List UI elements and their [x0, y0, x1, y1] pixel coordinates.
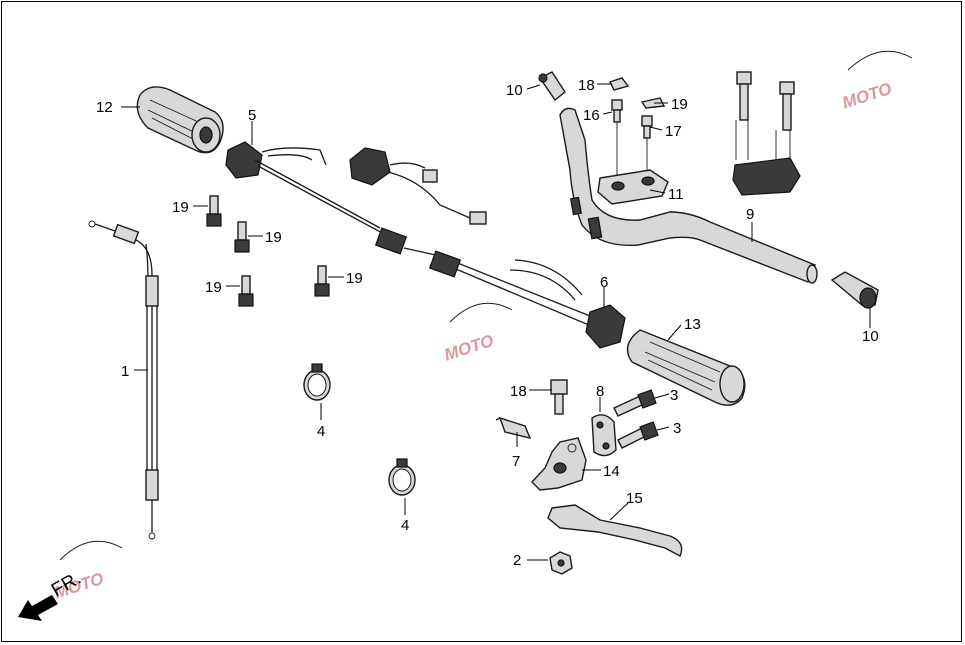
label-2: 2	[513, 552, 521, 569]
part-14-lever-holder	[531, 437, 587, 491]
label-11: 11	[668, 186, 684, 203]
label-4-upper: 4	[317, 423, 325, 440]
label-6: 6	[600, 274, 608, 291]
label-10-right: 10	[862, 328, 879, 345]
label-19-a: 19	[172, 199, 189, 216]
label-1: 1	[121, 363, 129, 380]
part-4-band-upper	[303, 363, 331, 401]
label-3-upper: 3	[670, 387, 678, 404]
part-10-bar-end-right	[830, 271, 879, 309]
part-11-upper-holder	[597, 169, 669, 205]
upper-clamp-bolts	[732, 71, 801, 196]
part-6-right-switch	[428, 250, 626, 349]
part-16-bolts	[611, 99, 653, 182]
label-10-left: 10	[506, 82, 523, 99]
label-7: 7	[512, 453, 520, 470]
label-9: 9	[746, 206, 754, 223]
part-13-right-grip	[626, 329, 746, 406]
part-8-clamp	[591, 414, 617, 457]
part-7-switch	[495, 416, 532, 440]
watermark-top-right: MOTO	[840, 50, 913, 113]
part-19-bolts	[206, 195, 330, 307]
part-18-caps	[609, 77, 666, 109]
part-17-bolt	[550, 379, 568, 415]
part-12-left-grip	[136, 86, 224, 154]
leader-lines	[121, 83, 871, 561]
label-17: 18	[510, 383, 527, 400]
part-2-nut	[549, 551, 573, 575]
label-18-left: 18	[578, 77, 595, 94]
watermark-center: MOTO	[442, 302, 513, 365]
label-18-right: 19	[671, 96, 688, 113]
label-15: 15	[626, 490, 643, 507]
part-10-bar-end-left	[538, 71, 566, 102]
watermark-text: MOTO	[840, 79, 894, 113]
label-5: 5	[248, 107, 256, 124]
label-19-d: 19	[346, 270, 363, 287]
right-switch-connectors	[349, 147, 487, 225]
watermark-text: MOTO	[442, 331, 496, 365]
part-4-band-lower	[388, 458, 416, 496]
label-16-left: 16	[583, 107, 600, 124]
direction-label: FR.	[48, 568, 85, 601]
label-16-right: 17	[665, 123, 682, 140]
label-13: 13	[684, 316, 701, 333]
part-1-throttle-cable	[88, 220, 159, 540]
label-19-b: 19	[265, 229, 282, 246]
part-9-handlebar	[559, 107, 818, 284]
part-5-left-switch	[225, 141, 441, 257]
callout-labels: 12 5 6 13 9 10 10 11 18 19 16 17 19 19 1…	[96, 77, 879, 569]
part-3-bolts	[613, 389, 659, 449]
label-19-c: 19	[205, 279, 222, 296]
part-15-clutch-lever	[547, 504, 683, 557]
label-14: 14	[603, 463, 620, 480]
label-4-lower: 4	[401, 517, 409, 534]
label-12: 12	[96, 99, 113, 116]
label-3-lower: 3	[673, 420, 681, 437]
label-8: 8	[596, 383, 604, 400]
